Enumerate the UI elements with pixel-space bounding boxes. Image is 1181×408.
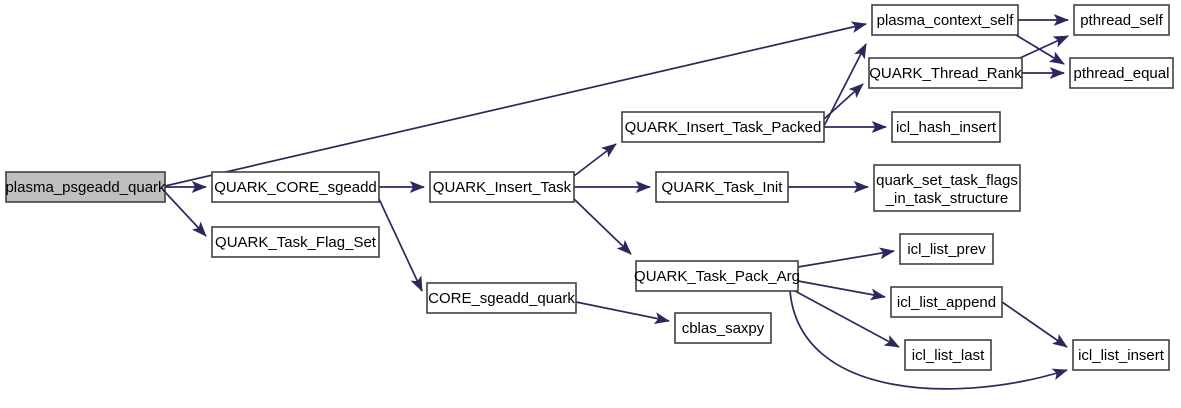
node-QUARK_Insert_Task_Packed[interactable]: QUARK_Insert_Task_Packed [621, 111, 825, 143]
node-label-plasma_context_self: plasma_context_self [877, 12, 1015, 29]
node-pthread_self[interactable]: pthread_self [1073, 4, 1170, 36]
node-box-QUARK_Task_Init[interactable] [655, 171, 789, 203]
node-box-QUARK_Insert_Task_Packed[interactable] [621, 111, 825, 143]
node-box-QUARK_Insert_Task[interactable] [429, 171, 575, 203]
node-box-quark_set_task_flags_in_task_structure[interactable] [873, 164, 1021, 212]
call-edge-QUARK_Insert_Task-to-QUARK_Insert_Task_Packed [573, 143, 617, 177]
node-quark_set_task_flags_in_task_structure[interactable]: quark_set_task_flags_in_task_structure [873, 164, 1021, 212]
node-QUARK_Thread_Rank[interactable]: QUARK_Thread_Rank [868, 57, 1023, 89]
node-icl_list_prev[interactable]: icl_list_prev [899, 233, 994, 265]
node-box-plasma_context_self[interactable] [871, 4, 1019, 36]
call-edge-plasma_psgeadd_quark-to-plasma_context_self [164, 21, 867, 187]
node-box-cblas_saxpy[interactable] [674, 312, 772, 344]
node-label-pthread_equal: pthread_equal [1074, 65, 1170, 82]
node-label-QUARK_Thread_Rank: QUARK_Thread_Rank [869, 65, 1022, 82]
node-box-QUARK_CORE_sgeadd[interactable] [211, 171, 380, 203]
node-QUARK_Task_Pack_Arg[interactable]: QUARK_Task_Pack_Arg [634, 260, 800, 292]
node-label-QUARK_Task_Pack_Arg: QUARK_Task_Pack_Arg [634, 268, 800, 285]
call-edge-QUARK_Task_Pack_Arg-to-icl_list_append [797, 280, 887, 301]
node-icl_list_last[interactable]: icl_list_last [904, 339, 992, 371]
node-QUARK_Task_Flag_Set[interactable]: QUARK_Task_Flag_Set [211, 226, 380, 258]
node-label-icl_hash_insert: icl_hash_insert [896, 119, 997, 136]
node-box-icl_list_last[interactable] [904, 339, 992, 371]
node-label-plasma_psgeadd_quark: plasma_psgeadd_quark [5, 179, 166, 196]
node-box-CORE_sgeadd_quark[interactable] [426, 282, 577, 314]
node-icl_list_append[interactable]: icl_list_append [890, 286, 1003, 318]
node-label-cblas_saxpy: cblas_saxpy [682, 320, 765, 337]
node-CORE_sgeadd_quark[interactable]: CORE_sgeadd_quark [426, 282, 577, 314]
node-QUARK_Task_Init[interactable]: QUARK_Task_Init [655, 171, 789, 203]
node-box-pthread_equal[interactable] [1069, 57, 1174, 89]
call-edge-QUARK_Insert_Task_Packed-to-QUARK_Thread_Rank [823, 83, 864, 120]
node-label-icl_list_prev: icl_list_prev [907, 241, 986, 258]
node-label-QUARK_Task_Flag_Set: QUARK_Task_Flag_Set [215, 234, 377, 251]
node-box-QUARK_Task_Pack_Arg[interactable] [635, 260, 799, 292]
node-label-QUARK_CORE_sgeadd: QUARK_CORE_sgeadd [214, 179, 377, 196]
node-box-icl_hash_insert[interactable] [891, 111, 1001, 143]
call-edge-CORE_sgeadd_quark-to-cblas_saxpy [575, 301, 670, 324]
edges-layer [164, 14, 1070, 390]
node-plasma_context_self[interactable]: plasma_context_self [871, 4, 1019, 36]
node-QUARK_Insert_Task[interactable]: QUARK_Insert_Task [429, 171, 575, 203]
node-label-CORE_sgeadd_quark: CORE_sgeadd_quark [428, 290, 575, 307]
node-plasma_psgeadd_quark[interactable]: plasma_psgeadd_quark [5, 171, 166, 203]
call-edge-icl_list_append-to-icl_list_insert [1001, 301, 1068, 348]
node-label-QUARK_Insert_Task: QUARK_Insert_Task [433, 179, 572, 196]
node-box-icl_list_append[interactable] [890, 286, 1003, 318]
call-edge-QUARK_Thread_Rank-to-pthread_self [1019, 35, 1069, 59]
node-icl_list_insert[interactable]: icl_list_insert [1072, 339, 1170, 371]
node-box-QUARK_Task_Flag_Set[interactable] [211, 226, 380, 258]
node-label-quark_set_task_flags_in_task_structure: quark_set_task_flags_in_task_structure [876, 172, 1018, 207]
node-icl_hash_insert[interactable]: icl_hash_insert [891, 111, 1001, 143]
node-label-icl_list_last: icl_list_last [912, 347, 985, 364]
node-label-icl_list_insert: icl_list_insert [1078, 347, 1165, 364]
node-cblas_saxpy[interactable]: cblas_saxpy [674, 312, 772, 344]
call-edge-QUARK_CORE_sgeadd-to-CORE_sgeadd_quark [378, 198, 423, 292]
node-label-QUARK_Insert_Task_Packed: QUARK_Insert_Task_Packed [625, 119, 822, 136]
call-edge-QUARK_Insert_Task-to-QUARK_Task_Pack_Arg [573, 198, 632, 255]
node-box-icl_list_insert[interactable] [1072, 339, 1170, 371]
node-label-icl_list_append: icl_list_append [897, 294, 996, 311]
node-box-pthread_self[interactable] [1073, 4, 1170, 36]
call-edge-QUARK_Task_Pack_Arg-to-icl_list_insert [789, 290, 1068, 390]
node-label-QUARK_Task_Init: QUARK_Task_Init [662, 179, 784, 196]
call-edge-plasma_psgeadd_quark-to-QUARK_Task_Flag_Set [164, 191, 207, 237]
node-pthread_equal[interactable]: pthread_equal [1069, 57, 1174, 89]
node-QUARK_CORE_sgeadd[interactable]: QUARK_CORE_sgeadd [211, 171, 380, 203]
node-box-QUARK_Thread_Rank[interactable] [868, 57, 1023, 89]
node-label-pthread_self: pthread_self [1080, 12, 1163, 29]
node-box-icl_list_prev[interactable] [899, 233, 994, 265]
call-edge-QUARK_Task_Pack_Arg-to-icl_list_prev [797, 247, 896, 268]
node-box-plasma_psgeadd_quark[interactable] [5, 171, 166, 203]
call-edge-QUARK_Task_Pack_Arg-to-icl_list_last [794, 290, 900, 348]
